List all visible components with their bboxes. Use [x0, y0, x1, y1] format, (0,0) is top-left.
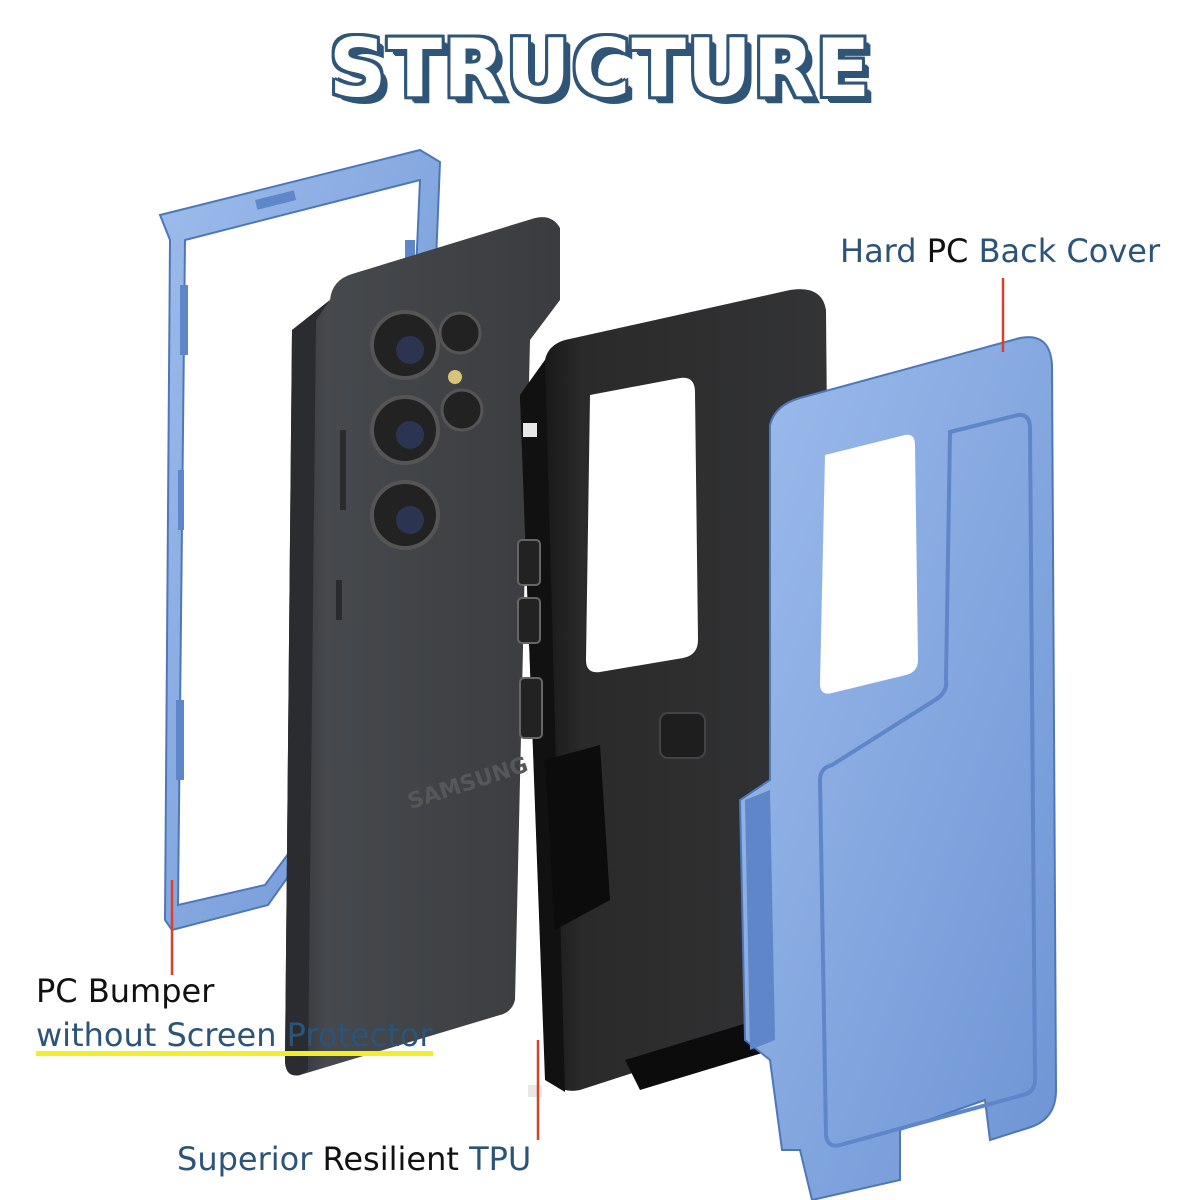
- tpu-label: Superior Resilient TPU: [177, 1140, 531, 1178]
- tpu-label-part3: TPU: [458, 1140, 532, 1178]
- bumper-label-pc: PC: [36, 972, 78, 1010]
- tpu-label-part2: Resilient: [322, 1140, 459, 1178]
- bumper-label-line2: without Screen Protector: [36, 1016, 433, 1056]
- back-cover-label-part1: Hard: [840, 232, 927, 270]
- tpu-label-part1: Superior: [177, 1140, 323, 1178]
- back-cover-label: Hard PC Back Cover: [840, 232, 1160, 270]
- bumper-label-subtitle: without Screen Protector: [36, 1016, 433, 1056]
- samsung-phone: SAMSUNG: [285, 217, 560, 1076]
- camera-lenses: [370, 310, 484, 550]
- back-cover-label-part3: Back Cover: [968, 232, 1161, 270]
- pc-back-cover: [738, 336, 1058, 1200]
- bumper-label-bumper: Bumper: [77, 972, 215, 1010]
- page-title: STRUCTURE: [328, 22, 872, 115]
- bumper-label-line1: PC Bumper: [36, 972, 214, 1010]
- back-cover-label-part2: PC: [926, 232, 969, 270]
